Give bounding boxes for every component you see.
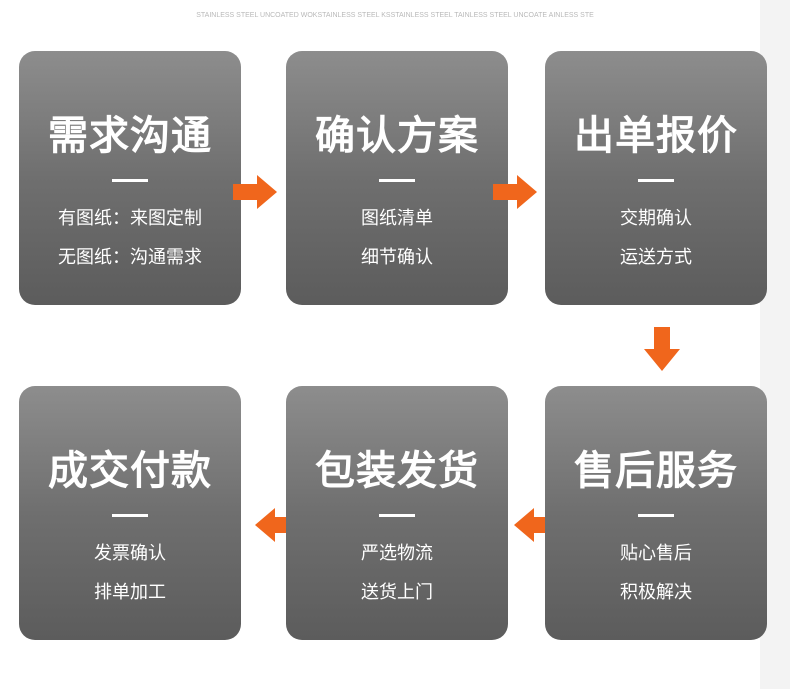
step-detail: 有图纸：来图定制 [58, 208, 202, 229]
arrow-left-icon [514, 508, 558, 542]
step-title: 需求沟通 [48, 113, 212, 159]
step-detail: 交期确认 [620, 208, 692, 229]
step-card-deal-payment: 成交付款 发票确认 排单加工 [19, 386, 241, 640]
step-detail: 运送方式 [620, 247, 692, 268]
title-divider [379, 514, 415, 517]
step-detail: 无图纸：沟通需求 [58, 247, 202, 268]
step-detail: 图纸清单 [361, 208, 433, 229]
step-detail: 积极解决 [620, 582, 692, 603]
arrow-right-icon [233, 175, 277, 209]
step-detail: 排单加工 [94, 582, 166, 603]
title-divider [112, 179, 148, 182]
step-card-demand-communication: 需求沟通 有图纸：来图定制 无图纸：沟通需求 [19, 51, 241, 305]
step-title: 成交付款 [48, 448, 212, 494]
arrow-down-icon [644, 327, 680, 371]
title-divider [638, 179, 674, 182]
step-detail: 发票确认 [94, 543, 166, 564]
step-title: 售后服务 [574, 448, 738, 494]
step-detail: 细节确认 [361, 247, 433, 268]
title-divider [379, 179, 415, 182]
banner-text: STAINLESS STEEL UNCOATED WOKSTAINLESS ST… [196, 12, 594, 19]
step-title: 包装发货 [315, 448, 479, 494]
step-detail: 送货上门 [361, 582, 433, 603]
arrow-left-icon [255, 508, 299, 542]
step-title: 确认方案 [315, 113, 479, 159]
step-card-after-sales: 售后服务 贴心售后 积极解决 [545, 386, 767, 640]
title-divider [112, 514, 148, 517]
title-divider [638, 514, 674, 517]
step-card-packing-shipping: 包装发货 严选物流 送货上门 [286, 386, 508, 640]
step-card-confirm-plan: 确认方案 图纸清单 细节确认 [286, 51, 508, 305]
arrow-right-icon [493, 175, 537, 209]
step-detail: 贴心售后 [620, 543, 692, 564]
step-title: 出单报价 [574, 113, 738, 159]
step-card-order-quote: 出单报价 交期确认 运送方式 [545, 51, 767, 305]
step-detail: 严选物流 [361, 543, 433, 564]
